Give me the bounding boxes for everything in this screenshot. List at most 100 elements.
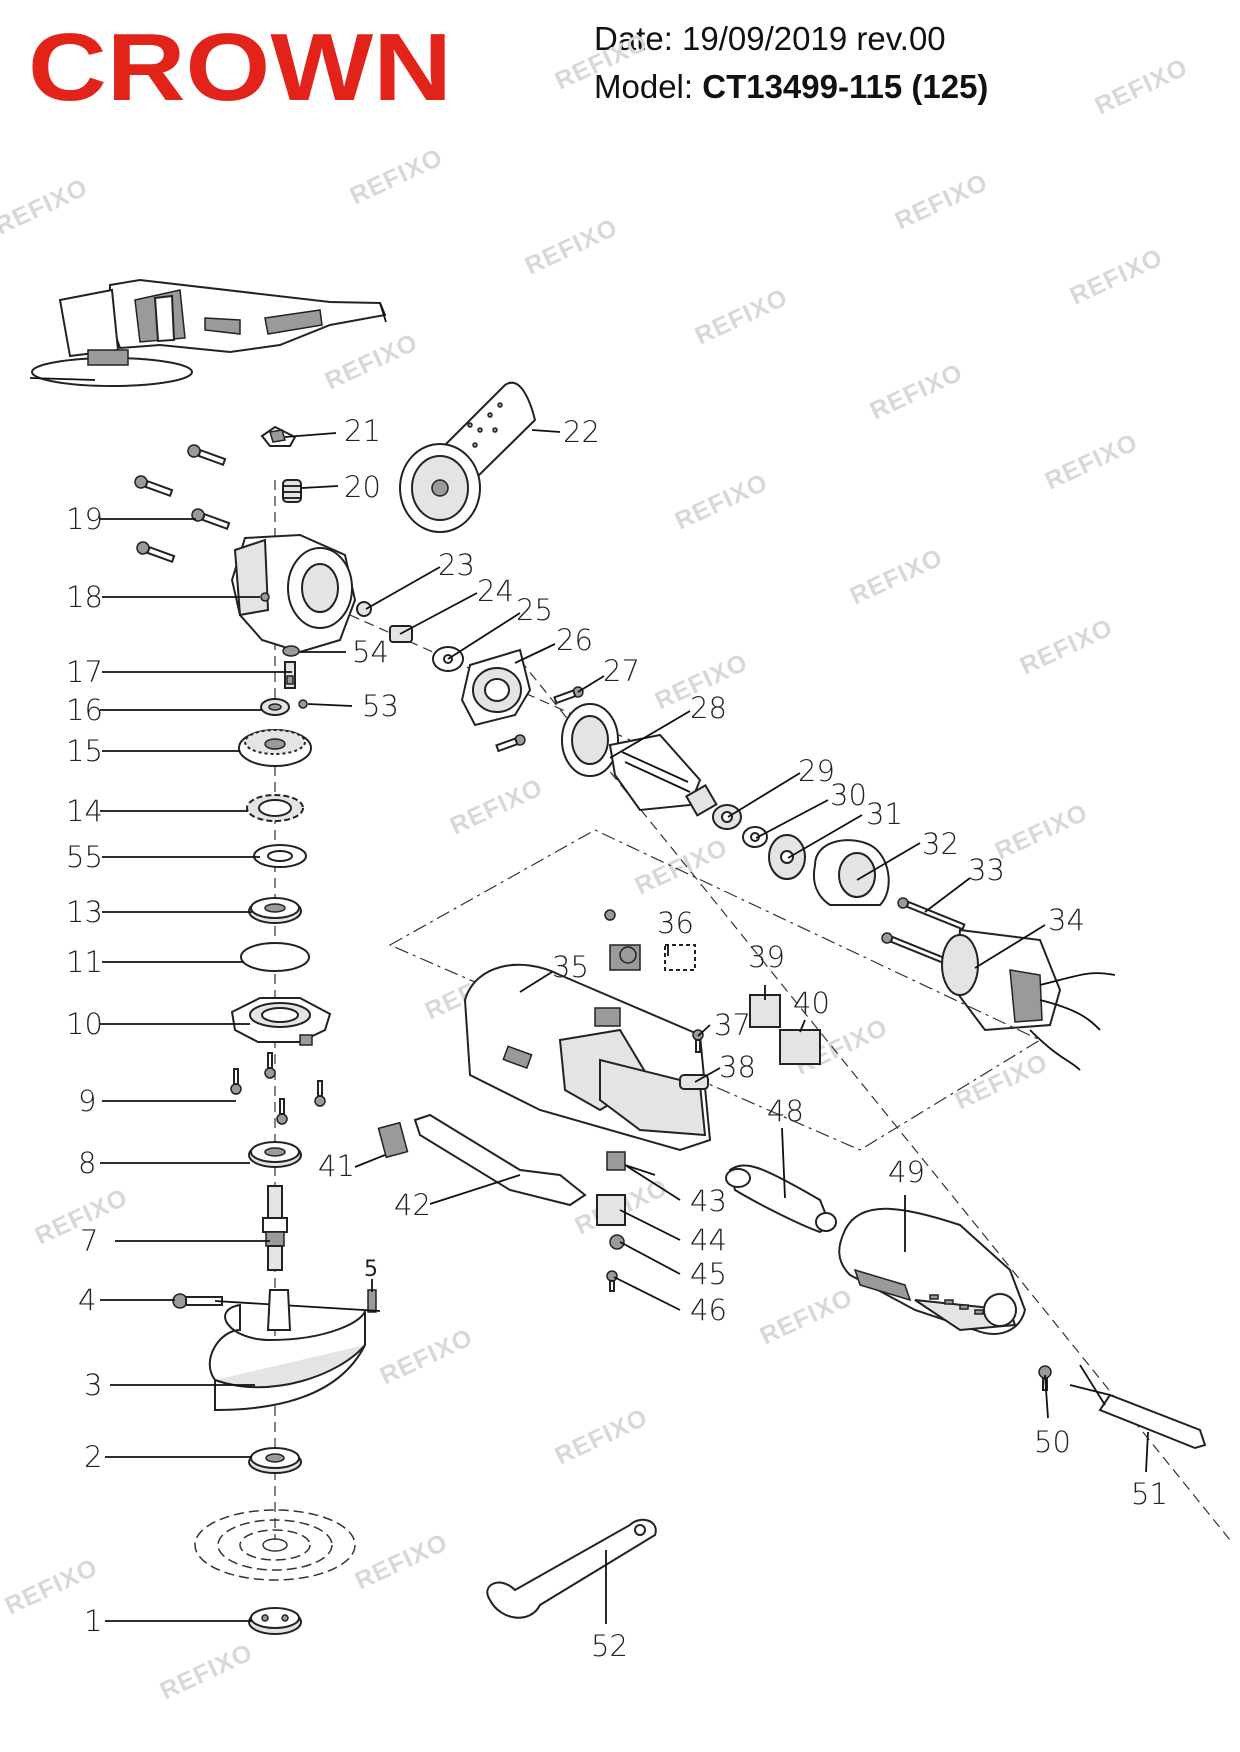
watermark: REFIXO bbox=[0, 173, 92, 240]
part-14-clutch-ring bbox=[246, 794, 304, 822]
watermark: REFIXO bbox=[521, 213, 623, 280]
part-43-capacitor bbox=[606, 1151, 656, 1176]
callout-32: 32 bbox=[922, 827, 959, 861]
callout-35: 35 bbox=[552, 950, 589, 984]
callout-42: 42 bbox=[394, 1188, 431, 1222]
callout-1: 1 bbox=[84, 1604, 102, 1638]
watermark-layer: REFIXO REFIXO REFIXO REFIXO REFIXO REFIX… bbox=[0, 28, 1192, 1705]
watermark: REFIXO bbox=[551, 1403, 653, 1470]
part-4-screw bbox=[172, 1293, 223, 1309]
part-32-fan-baffle bbox=[812, 839, 890, 906]
part-36-switch-parts bbox=[594, 909, 696, 1027]
part-11-o-ring bbox=[240, 942, 310, 972]
callout-37: 37 bbox=[714, 1008, 751, 1042]
part-22-auxiliary-handle bbox=[399, 381, 537, 533]
guard-clamp-axis bbox=[214, 1300, 381, 1312]
callout-45: 45 bbox=[690, 1257, 727, 1291]
watermark: REFIXO bbox=[951, 1048, 1053, 1115]
callout-51: 51 bbox=[1131, 1477, 1168, 1511]
document-model: Model: CT13499-115 (125) bbox=[594, 68, 988, 106]
callout-33: 33 bbox=[968, 853, 1005, 887]
callout-27: 27 bbox=[603, 654, 640, 688]
part-40-switch bbox=[779, 1029, 821, 1065]
callout-15: 15 bbox=[66, 734, 103, 768]
part-31-fan bbox=[768, 834, 806, 880]
callout-52: 52 bbox=[591, 1629, 628, 1663]
callout-55: 55 bbox=[66, 840, 103, 874]
part-23-nut bbox=[356, 601, 372, 617]
document-date: Date: 19/09/2019 rev.00 bbox=[594, 20, 946, 58]
watermark: REFIXO bbox=[376, 1323, 478, 1390]
callout-9: 9 bbox=[78, 1084, 96, 1118]
callout-44: 44 bbox=[690, 1223, 727, 1257]
callout-18: 18 bbox=[66, 580, 103, 614]
callout-40: 40 bbox=[793, 986, 830, 1020]
watermark: REFIXO bbox=[866, 358, 968, 425]
callout-3: 3 bbox=[84, 1368, 102, 1402]
callout-16: 16 bbox=[66, 693, 103, 727]
date-label: Date: bbox=[594, 20, 673, 57]
callout-13: 13 bbox=[66, 895, 103, 929]
callout-48: 48 bbox=[767, 1094, 804, 1128]
callout-11: 11 bbox=[66, 945, 103, 979]
part-35-motor-housing bbox=[463, 963, 712, 1152]
watermark: REFIXO bbox=[631, 833, 733, 900]
part-54-washer bbox=[282, 645, 300, 657]
brand-logo-text: CROWN bbox=[28, 28, 452, 108]
part-3-wheel-guard bbox=[208, 1289, 366, 1412]
callout-25: 25 bbox=[516, 593, 553, 627]
callout-43: 43 bbox=[690, 1184, 727, 1218]
watermark: REFIXO bbox=[671, 468, 773, 535]
model-value: CT13499-115 (125) bbox=[702, 68, 989, 105]
watermark: REFIXO bbox=[846, 543, 948, 610]
callout-5: 5 bbox=[364, 1257, 378, 1282]
callout-20: 20 bbox=[344, 470, 381, 504]
part-29-bearing bbox=[712, 804, 742, 830]
callout-2: 2 bbox=[84, 1440, 102, 1474]
part-41-switch-button bbox=[377, 1121, 409, 1159]
callout-53: 53 bbox=[362, 689, 399, 723]
part-49-rear-handle bbox=[838, 1207, 1027, 1335]
callout-39: 39 bbox=[748, 940, 785, 974]
watermark: REFIXO bbox=[1066, 243, 1168, 310]
assembled-tool-thumbnail bbox=[29, 278, 387, 387]
part-20-spring bbox=[282, 479, 302, 503]
callout-38: 38 bbox=[719, 1050, 756, 1084]
callout-28: 28 bbox=[690, 691, 727, 725]
part-16-bearing bbox=[260, 698, 290, 716]
watermark: REFIXO bbox=[321, 328, 423, 395]
watermark: REFIXO bbox=[991, 798, 1093, 865]
callout-30: 30 bbox=[830, 778, 867, 812]
callout-34: 34 bbox=[1048, 903, 1085, 937]
callout-29: 29 bbox=[798, 754, 835, 788]
part-34-stator bbox=[941, 928, 1116, 1071]
callout-leaders bbox=[100, 429, 1049, 1624]
callout-labels: 21 20 22 19 18 54 17 53 16 15 14 55 13 1… bbox=[66, 414, 1168, 1663]
callout-7: 7 bbox=[80, 1224, 98, 1258]
part-17-pinion-shaft bbox=[284, 661, 296, 689]
callout-22: 22 bbox=[563, 415, 600, 449]
part-18-gear-housing bbox=[230, 533, 357, 654]
watermark: REFIXO bbox=[351, 1528, 453, 1595]
callout-8: 8 bbox=[78, 1146, 96, 1180]
part-45-spring bbox=[609, 1234, 625, 1250]
watermark: REFIXO bbox=[756, 1283, 858, 1350]
watermark: REFIXO bbox=[156, 1638, 258, 1705]
part-15-bevel-gear bbox=[238, 729, 312, 767]
callout-49: 49 bbox=[888, 1155, 925, 1189]
callout-21: 21 bbox=[344, 414, 381, 448]
watermark: REFIXO bbox=[346, 143, 448, 210]
part-33-screws bbox=[881, 897, 966, 966]
callout-50: 50 bbox=[1034, 1425, 1071, 1459]
date-value: 19/09/2019 rev.00 bbox=[682, 20, 946, 57]
part-46-screw bbox=[606, 1270, 618, 1292]
callout-23: 23 bbox=[438, 548, 475, 582]
part-51-power-cord bbox=[1069, 1364, 1207, 1473]
part-10-bearing-cover bbox=[230, 997, 332, 1046]
part-5-pin bbox=[367, 1289, 377, 1313]
part-53-ball bbox=[298, 699, 308, 709]
part-9-screws bbox=[230, 1052, 326, 1125]
callout-31: 31 bbox=[866, 797, 903, 831]
callout-4: 4 bbox=[78, 1283, 96, 1317]
